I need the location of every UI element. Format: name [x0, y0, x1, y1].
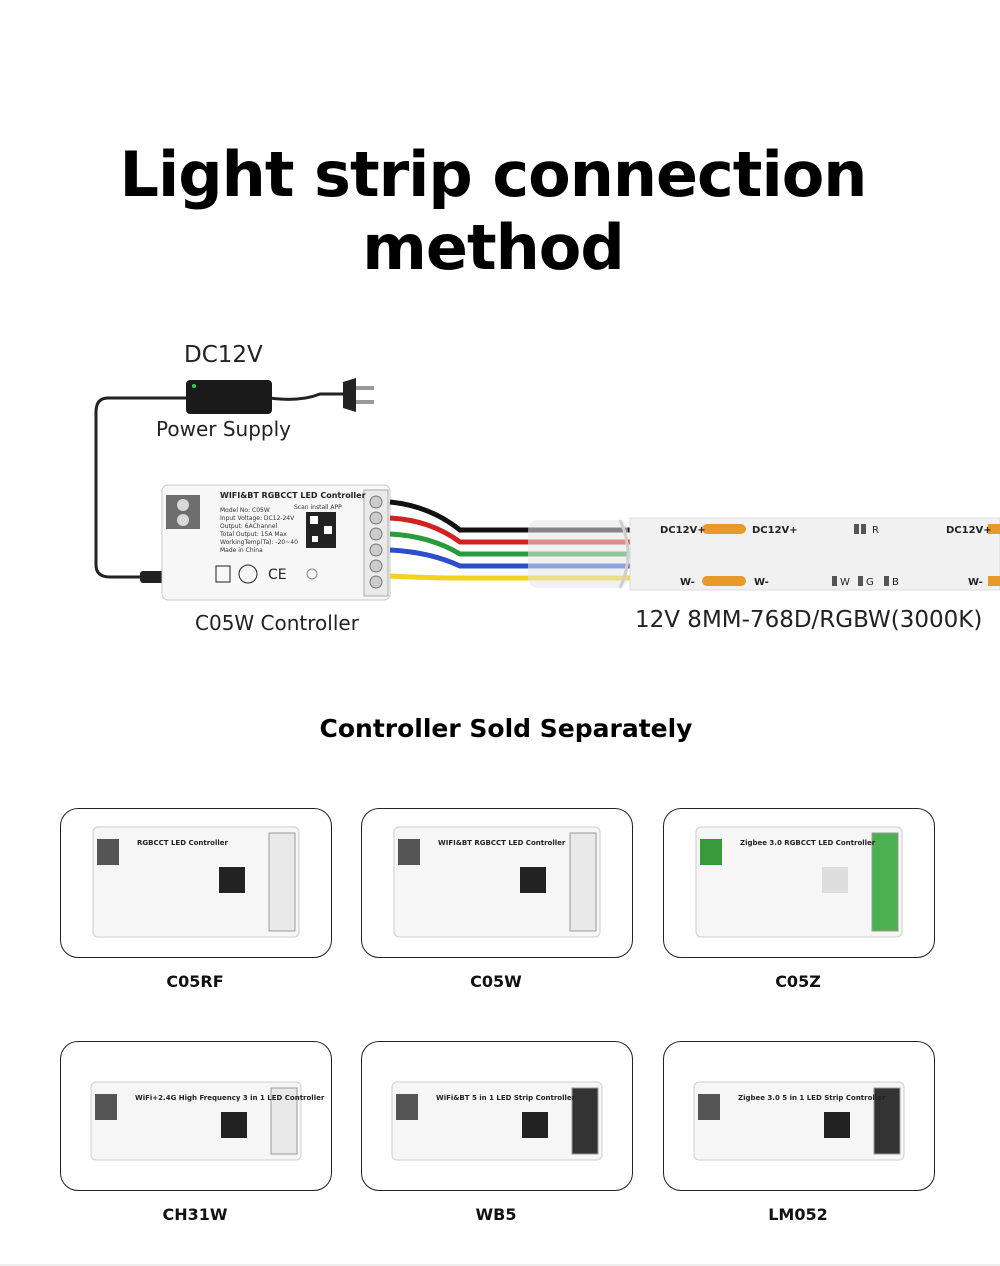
controller-card-header: WIFI&BT RGBCCT LED Controller	[438, 839, 566, 847]
controller-device-icon: Zigbee 3.0 5 in 1 LED Strip Controller	[693, 1081, 905, 1161]
svg-text:DC12V+: DC12V+	[946, 525, 992, 536]
controller-card[interactable]: Zigbee 3.0 5 in 1 LED Strip Controller	[663, 1041, 935, 1191]
power-supply-label: Power Supply	[156, 417, 291, 441]
svg-text:B: B	[892, 577, 899, 588]
controller-card-header: Zigbee 3.0 5 in 1 LED Strip Controller	[738, 1094, 886, 1102]
controller-device-icon: WiFi+2.4G High Frequency 3 in 1 LED Cont…	[90, 1081, 325, 1161]
led-strip-icon: DC12V+ DC12V+ DC12V+ R W- W- W- W G B	[618, 517, 1000, 591]
svg-text:DC12V+: DC12V+	[752, 525, 798, 536]
svg-text:Output: 6AChannel: Output: 6AChannel	[220, 523, 278, 530]
power-voltage-label: DC12V	[184, 342, 263, 368]
power-plug-icon	[343, 378, 374, 412]
svg-text:G: G	[866, 577, 874, 588]
controller-card-header: RGBCCT LED Controller	[137, 839, 229, 847]
controller-card[interactable]: RGBCCT LED Controller	[60, 808, 332, 958]
controller-model-label: C05Z	[775, 972, 821, 991]
controller-model-label: CH31W	[162, 1205, 228, 1224]
svg-text:W-: W-	[754, 577, 769, 588]
svg-text:W-: W-	[680, 577, 695, 588]
controller-model-label: C05RF	[166, 972, 224, 991]
svg-text:WorkingTemp(Ta): -20~40: WorkingTemp(Ta): -20~40	[220, 539, 298, 546]
wire-bundle	[389, 499, 640, 588]
wiring-illustration: CE WIFI&BT RGBCCT LED Controller Model N…	[94, 378, 1000, 601]
svg-text:CE: CE	[268, 567, 287, 583]
divider	[0, 1264, 1000, 1266]
strip-caption: 12V 8MM-768D/RGBW(3000K)	[635, 607, 983, 633]
page-title: Light strip connection method	[119, 138, 868, 284]
controller-card-header: WiFi+2.4G High Frequency 3 in 1 LED Cont…	[135, 1094, 325, 1102]
svg-text:R: R	[872, 525, 879, 536]
svg-text:Input Voltage: DC12-24V: Input Voltage: DC12-24V	[220, 515, 295, 522]
controller-model-label: WB5	[475, 1205, 517, 1224]
controller-caption: C05W Controller	[195, 611, 359, 635]
controller-model-label: LM052	[768, 1205, 828, 1224]
controller-model-label: C05W	[470, 972, 522, 991]
section-title: Controller Sold Separately	[319, 714, 693, 743]
controller-card[interactable]: WiFi+2.4G High Frequency 3 in 1 LED Cont…	[60, 1041, 332, 1191]
svg-text:Model No: C05W: Model No: C05W	[220, 507, 270, 514]
controller-card-header: Zigbee 3.0 RGBCCT LED Controller	[740, 839, 876, 847]
controller-header-text: WIFI&BT RGBCCT LED Controller	[220, 491, 366, 500]
controller-card[interactable]: WiFi&BT 5 in 1 LED Strip Controller	[361, 1041, 633, 1191]
controller-card[interactable]: Zigbee 3.0 RGBCCT LED Controller	[663, 808, 935, 958]
controller-device-icon: WiFi&BT 5 in 1 LED Strip Controller	[391, 1081, 603, 1161]
controller-device-icon: CE	[161, 484, 391, 601]
connection-diagram: CE WIFI&BT RGBCCT LED Controller Model N…	[0, 320, 1000, 650]
svg-text:W-: W-	[968, 577, 983, 588]
controller-device-icon: WIFI&BT RGBCCT LED Controller	[393, 826, 601, 938]
power-supply-icon	[186, 380, 272, 414]
svg-text:Made in China: Made in China	[220, 547, 263, 554]
svg-text:DC12V+: DC12V+	[660, 525, 706, 536]
controller-card-header: WiFi&BT 5 in 1 LED Strip Controller	[436, 1094, 576, 1102]
controller-card[interactable]: WIFI&BT RGBCCT LED Controller	[361, 808, 633, 958]
svg-text:W: W	[840, 577, 850, 588]
svg-text:Scan install APP: Scan install APP	[294, 504, 342, 511]
controller-device-icon: Zigbee 3.0 RGBCCT LED Controller	[695, 826, 903, 938]
svg-text:Total Output: 15A Max: Total Output: 15A Max	[219, 531, 287, 538]
controller-device-icon: RGBCCT LED Controller	[92, 826, 300, 938]
